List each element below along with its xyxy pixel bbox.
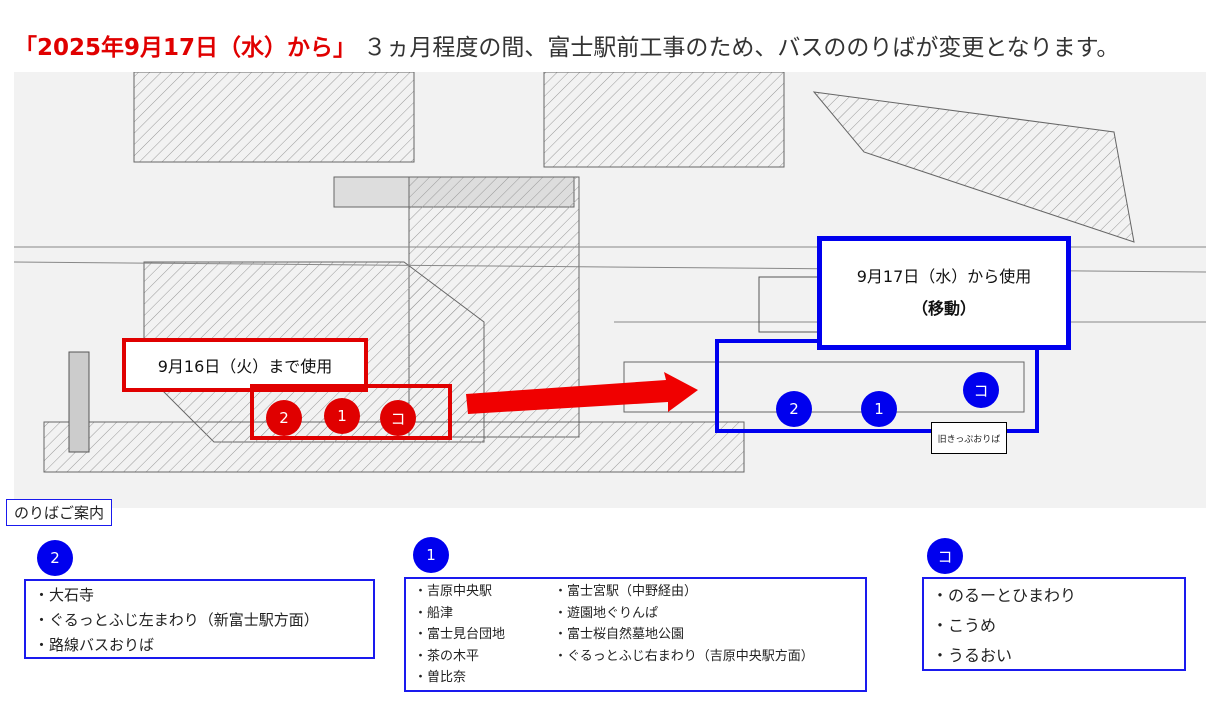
old-stop-k-badge: コ: [380, 400, 416, 436]
notice-title: 「2025年9月17日（水）から」 ３ヵ月程度の間、富士駅前工事のため、バスのの…: [14, 28, 1119, 62]
destination: ・のるーとひまわり: [932, 586, 1077, 605]
destination: ・遊園地ぐりんぱ: [554, 605, 659, 621]
title-date: 「2025年9月17日（水）から」: [14, 35, 357, 61]
stop-k-destinations: ・のるーとひまわり ・こうめ ・うるおい: [922, 577, 1186, 671]
destination: ・大石寺: [34, 586, 95, 604]
new-stops-callout: 9月17日（水）から使用 （移動）: [817, 236, 1071, 350]
destination: ・こうめ: [932, 616, 997, 635]
old-ticket-label: 旧きっぷおりば: [931, 422, 1007, 454]
new-callout-moved: （移動）: [911, 299, 976, 318]
guide-stop-k-badge: コ: [927, 538, 963, 574]
destination: ・富士見台団地: [414, 627, 506, 642]
guide-heading: のりばご案内: [6, 499, 113, 526]
station-map: 9月16日（火）まで使用 2 1 コ 9月17日（水）から使用（移動） 2 1 …: [14, 72, 1206, 508]
stop-1-destinations: ・吉原中央駅 ・船津 ・富士見台団地 ・茶の木平 ・曽比奈 ・富士宮駅（中野経由…: [404, 577, 867, 692]
old-stop-1-badge: 1: [324, 398, 360, 434]
guide-stop-2-badge: 2: [37, 540, 73, 576]
destination: ・路線バスおりば: [34, 636, 155, 654]
old-stops-area: [250, 384, 452, 440]
destination: ・曽比奈: [414, 670, 467, 685]
new-stop-k-badge: コ: [963, 372, 999, 408]
destination: ・ぐるっとふじ右まわり（吉原中央駅方面）: [554, 648, 814, 664]
old-stop-2-badge: 2: [266, 400, 302, 436]
destination: ・茶の木平: [414, 648, 480, 664]
new-stop-2-badge: 2: [776, 391, 812, 427]
destination: ・富士桜自然墓地公園: [554, 627, 685, 642]
destination: ・ぐるっとふじ左まわり（新富士駅方面）: [34, 611, 319, 629]
move-arrow-icon: [466, 372, 698, 414]
old-callout-text: 9月16日（火）まで使用: [157, 357, 333, 376]
stop-2-destinations: ・大石寺 ・ぐるっとふじ左まわり（新富士駅方面） ・路線バスおりば: [24, 579, 375, 659]
title-text: ３ヵ月程度の間、富士駅前工事のため、バスののりばが変更となります。: [363, 35, 1120, 61]
new-callout-text: 9月17日（水）から使用: [856, 267, 1032, 286]
guide-stop-1-badge: 1: [413, 537, 449, 573]
destination: ・富士宮駅（中野経由）: [554, 584, 698, 599]
old-stops-callout: 9月16日（火）まで使用: [122, 338, 368, 392]
destination: ・船津: [414, 605, 454, 621]
new-stop-1-badge: 1: [861, 391, 897, 427]
destination: ・うるおい: [932, 646, 1013, 665]
destination: ・吉原中央駅: [414, 584, 493, 599]
